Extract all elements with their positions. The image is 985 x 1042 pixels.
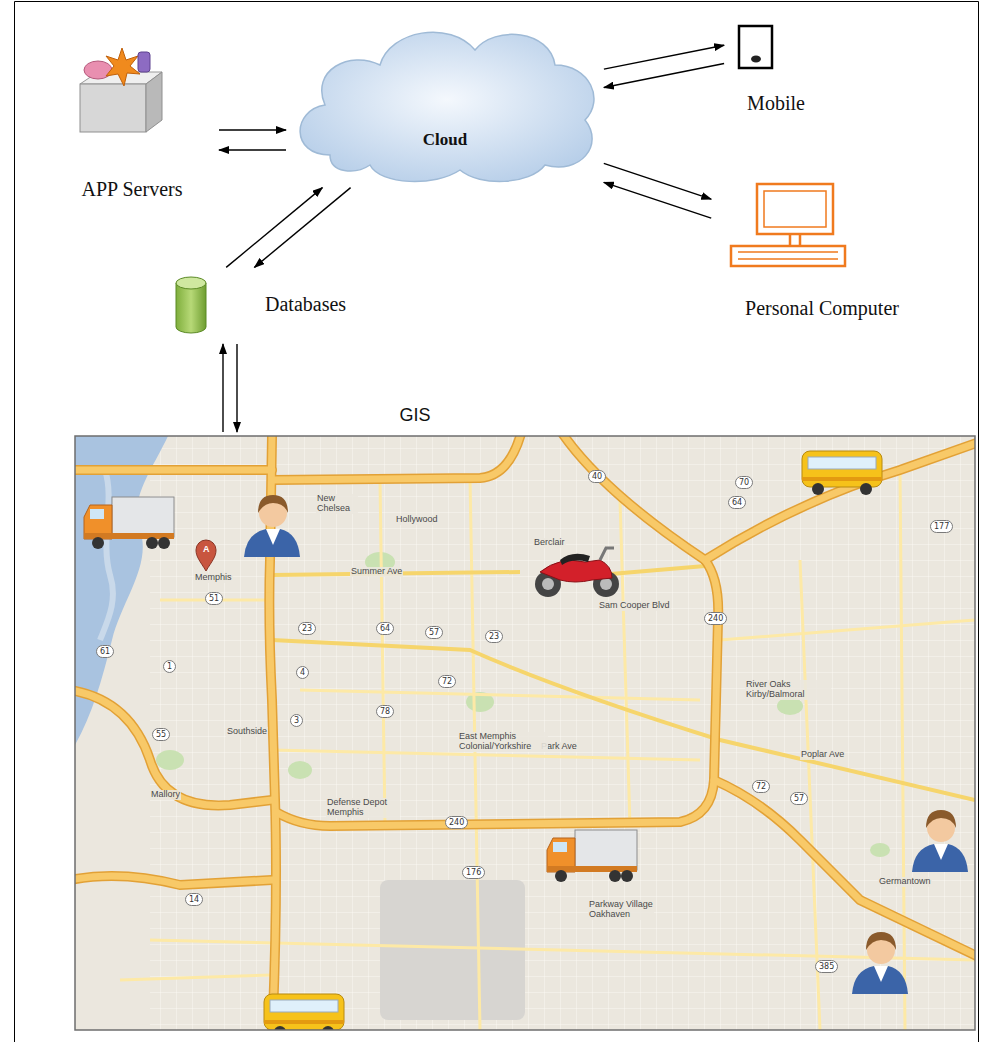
computer-node: Personal Computer xyxy=(715,175,930,330)
route-shield: 1 xyxy=(163,660,176,673)
route-shield: 57 xyxy=(425,626,443,639)
node-label: GIS xyxy=(399,405,430,426)
route-shield: 4 xyxy=(296,666,309,679)
route-shield: 177 xyxy=(930,520,953,533)
node-label: Databases xyxy=(265,293,346,316)
route-shield: 240 xyxy=(704,612,727,625)
route-shield: 72 xyxy=(438,675,456,688)
route-shield: 51 xyxy=(205,592,223,605)
map-place-label: Sam Cooper Blvd xyxy=(598,601,671,611)
map-illustration xyxy=(75,436,975,1030)
map-place-label: Germantown xyxy=(878,877,932,887)
route-shield: 23 xyxy=(298,622,316,635)
route-shield: 14 xyxy=(185,893,203,906)
route-shield: 176 xyxy=(462,866,485,879)
map-place-label: Poplar Ave xyxy=(800,750,845,760)
route-shield: 72 xyxy=(752,780,770,793)
map-place-label: Berclair xyxy=(533,538,566,548)
route-shield: 64 xyxy=(376,622,394,635)
map-place-label: Southside xyxy=(226,727,268,737)
arrow-connector xyxy=(222,344,223,432)
arrow-connector xyxy=(604,182,711,218)
map-place-label: Parkway Village Oakhaven xyxy=(588,900,654,920)
arrow-connector xyxy=(226,188,322,268)
arrow-connector xyxy=(604,163,711,199)
route-shield: 64 xyxy=(728,496,746,509)
map-place-label: Memphis xyxy=(194,573,233,583)
node-label: Personal Computer xyxy=(745,297,899,320)
arrow-connector xyxy=(254,188,350,268)
database-node: Databases xyxy=(170,270,390,340)
route-shield: 61 xyxy=(96,645,114,658)
map-border xyxy=(75,436,975,1030)
map-place-label: Summer Ave xyxy=(350,567,403,577)
arrow-connector xyxy=(219,149,286,150)
app-server-node: APP Servers xyxy=(50,45,215,210)
cloud-shape xyxy=(290,15,600,185)
route-shield: 78 xyxy=(376,705,394,718)
route-shield: 40 xyxy=(588,470,606,483)
route-shield: 3 xyxy=(290,714,303,727)
arrow-connector xyxy=(604,64,724,88)
map-place-label: East Memphis Colonial/Yorkshire xyxy=(458,732,548,752)
map-place-label: River Oaks Kirby/Balmoral xyxy=(745,680,831,700)
node-label: Cloud xyxy=(423,130,467,150)
route-shield: 23 xyxy=(485,630,503,643)
mobile-node: Mobile xyxy=(728,18,815,118)
node-label: APP Servers xyxy=(82,178,183,201)
map-place-label: Defense Depot Memphis xyxy=(326,798,400,818)
map-place-label: Mallory xyxy=(150,790,181,800)
arrow-connector xyxy=(604,45,724,69)
map-place-label: New Chelsea xyxy=(316,494,358,514)
node-label: Mobile xyxy=(747,92,805,115)
route-shield: 55 xyxy=(152,728,170,741)
arrow-connector xyxy=(236,344,237,432)
server-icon xyxy=(80,48,162,132)
route-shield: 70 xyxy=(735,476,753,489)
computer-icon xyxy=(731,184,845,266)
map-pin-letter: A xyxy=(203,545,210,554)
database-icon xyxy=(176,277,206,333)
map-place-label: Hollywood xyxy=(395,515,439,525)
figure-frame xyxy=(15,2,979,1042)
cloud-node: Cloud xyxy=(290,15,600,185)
mobile-icon xyxy=(739,26,772,68)
route-shield: 57 xyxy=(790,792,808,805)
route-shield: 240 xyxy=(445,816,468,829)
arrow-connector xyxy=(219,129,286,130)
route-shield: 385 xyxy=(815,960,838,973)
